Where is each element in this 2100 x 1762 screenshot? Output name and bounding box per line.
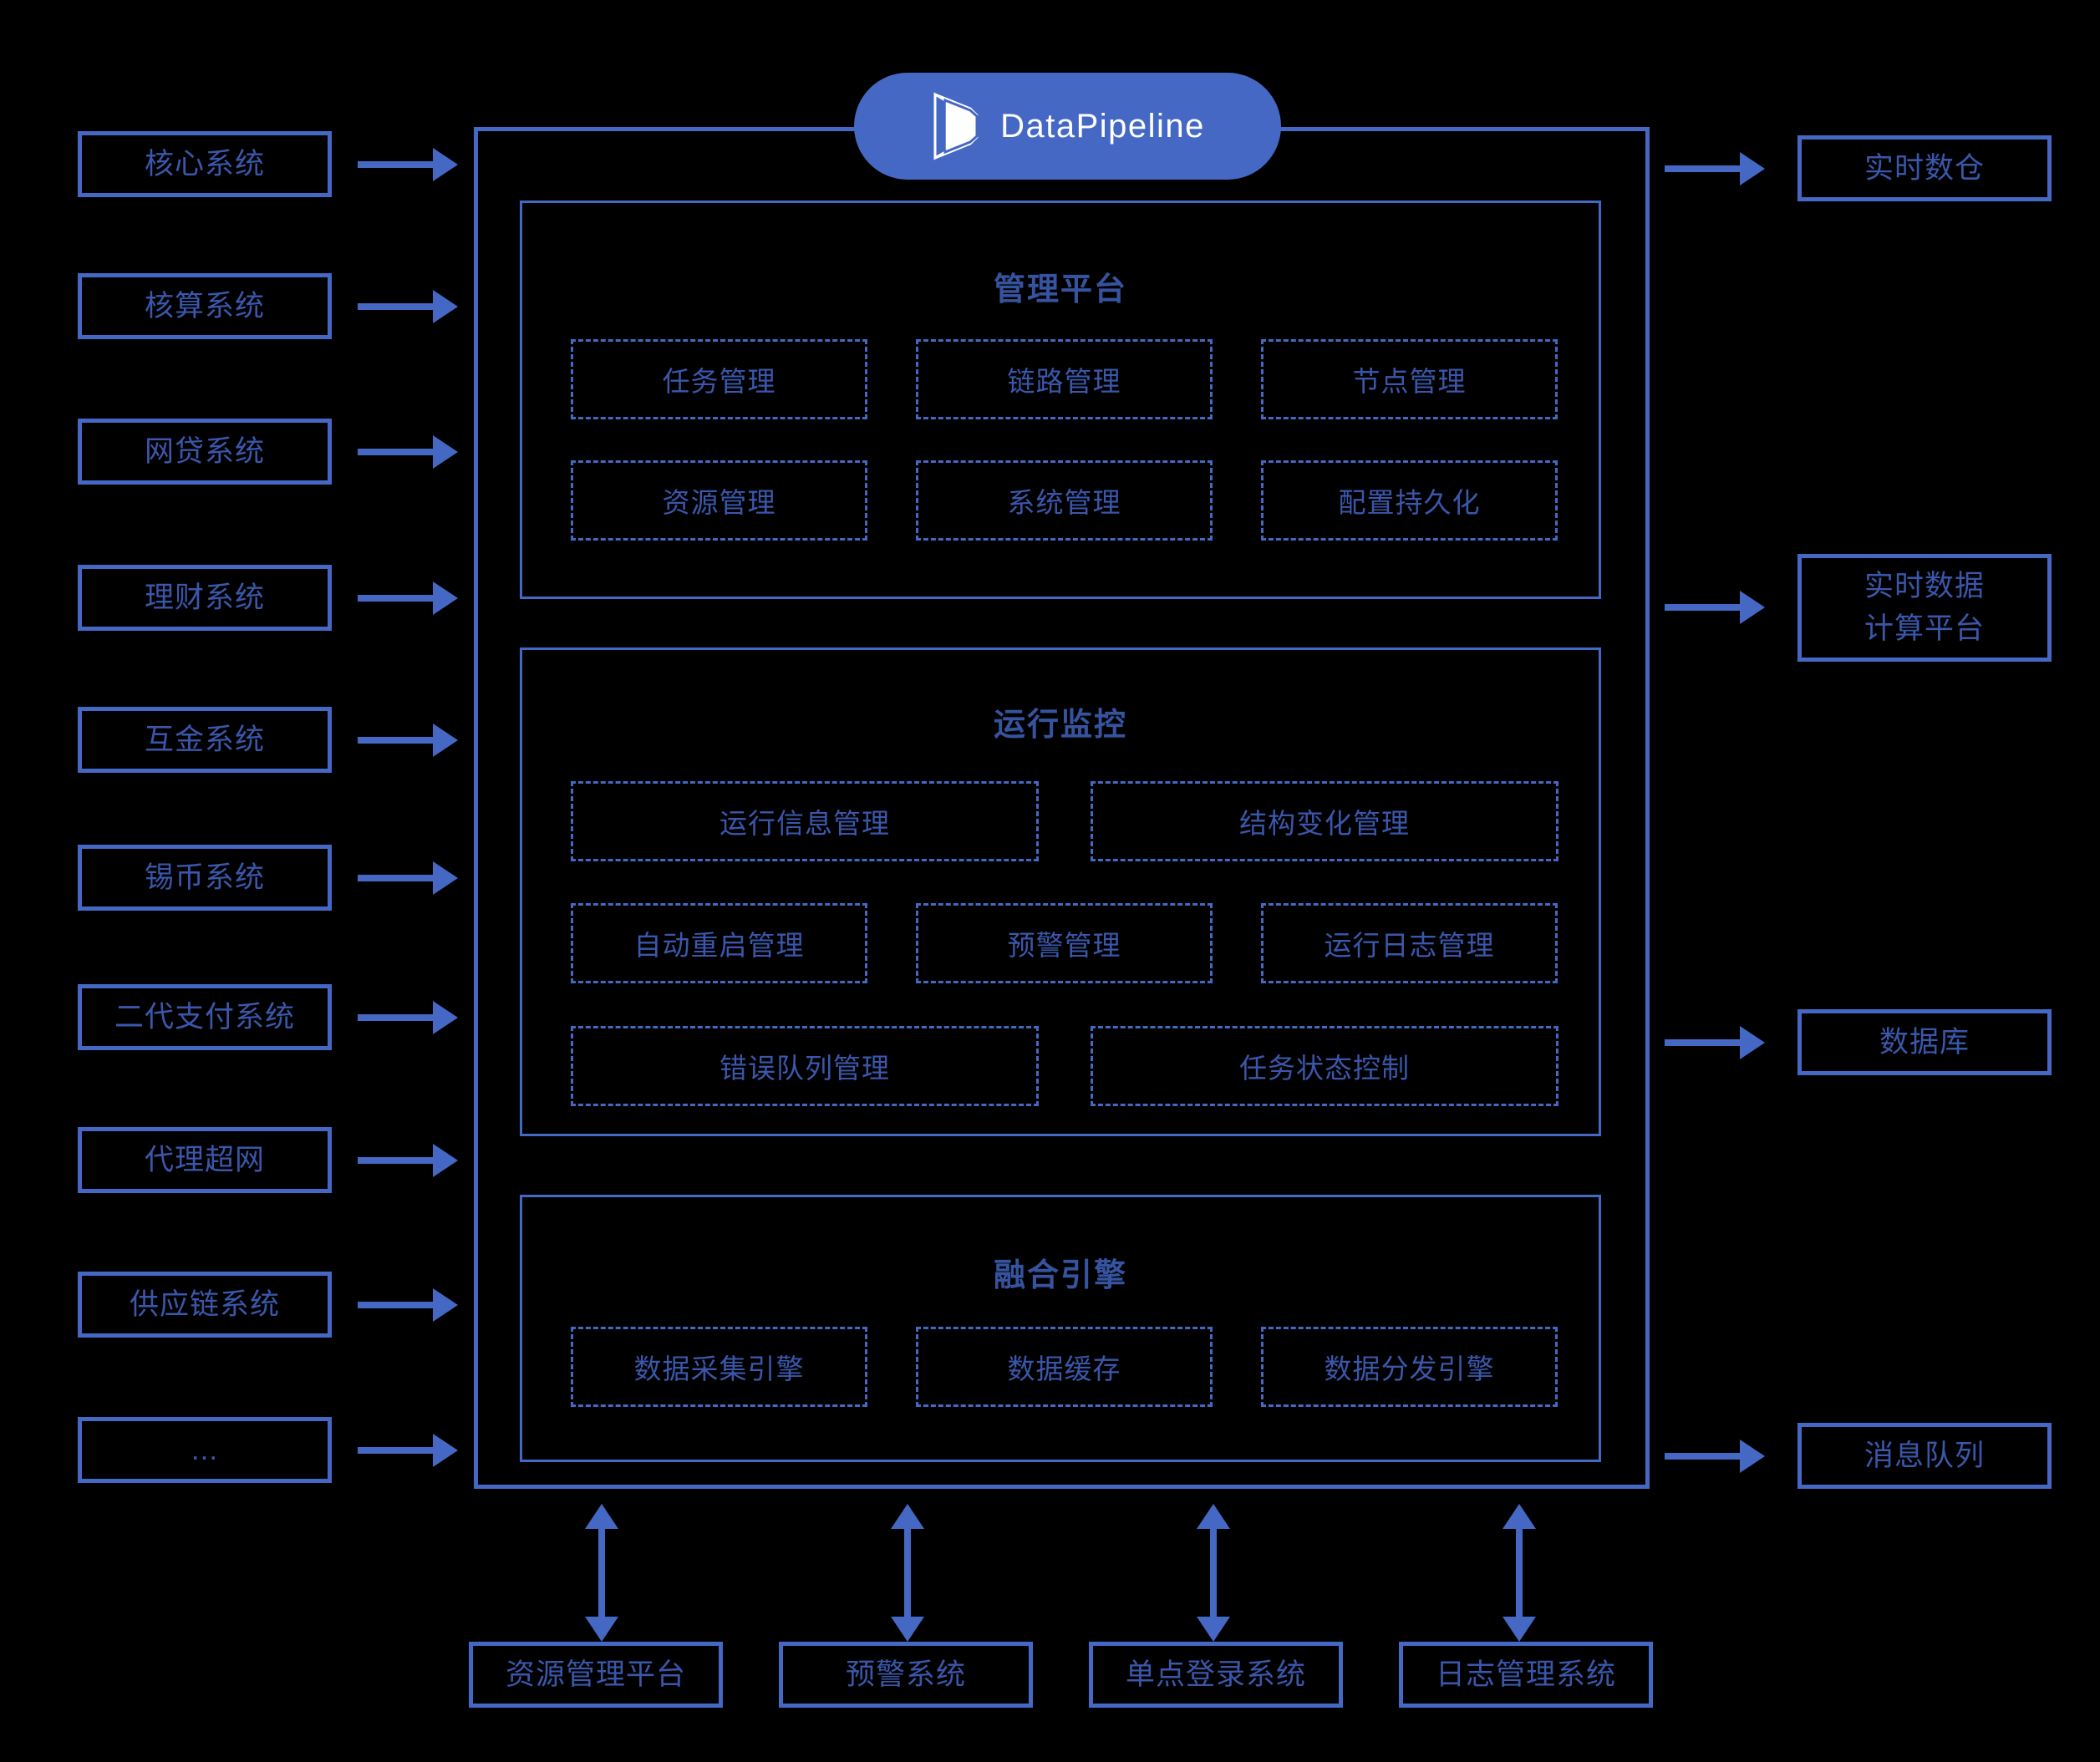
arrow-source-xibi bbox=[358, 861, 458, 895]
source-box-agent-network[interactable]: 代理超网 bbox=[78, 1127, 332, 1193]
source-label: 互金系统 bbox=[144, 723, 265, 756]
module-run-log-management[interactable]: 运行日志管理 bbox=[1261, 903, 1558, 983]
arrow-source-internet-finance bbox=[358, 724, 458, 757]
source-box-xibi[interactable]: 锡币系统 bbox=[78, 845, 332, 911]
target-box-database[interactable]: 数据库 bbox=[1797, 1009, 2052, 1075]
arrow-target-message-queue bbox=[1665, 1440, 1765, 1473]
datapipeline-logo-badge: DataPipeline bbox=[854, 73, 1281, 180]
arrow-source-agent-network bbox=[358, 1144, 458, 1177]
module-data-collection-engine[interactable]: 数据采集引擎 bbox=[571, 1327, 867, 1407]
bottom-label: 预警系统 bbox=[845, 1658, 966, 1691]
module-label: 结构变化管理 bbox=[1239, 808, 1410, 839]
module-label: 资源管理 bbox=[662, 487, 776, 518]
source-box-payment[interactable]: 二代支付系统 bbox=[78, 984, 332, 1050]
bottom-label: 日志管理系统 bbox=[1435, 1658, 1616, 1691]
module-alert-management[interactable]: 预警管理 bbox=[916, 903, 1213, 983]
module-label: 预警管理 bbox=[1007, 930, 1121, 961]
arrow-source-payment bbox=[358, 1001, 458, 1034]
source-label: 核算系统 bbox=[144, 289, 265, 322]
section-title-management-platform: 管理平台 bbox=[993, 272, 1127, 307]
module-config-persistence[interactable]: 配置持久化 bbox=[1261, 460, 1558, 541]
source-label: 理财系统 bbox=[144, 581, 265, 614]
module-link-management[interactable]: 链路管理 bbox=[916, 339, 1213, 419]
bottom-box-sso-system[interactable]: 单点登录系统 bbox=[1089, 1642, 1343, 1708]
section-title-fusion-engine: 融合引擎 bbox=[993, 1258, 1127, 1293]
arrow-source-more bbox=[358, 1434, 458, 1467]
section-fusion-engine: 融合引擎 数据采集引擎 数据缓存 数据分发引擎 bbox=[520, 1195, 1601, 1462]
module-error-queue-management[interactable]: 错误队列管理 bbox=[571, 1026, 1039, 1106]
arrow-target-realtime-compute bbox=[1665, 591, 1765, 624]
arrow-bottom-resource-platform bbox=[585, 1504, 618, 1642]
module-label: 系统管理 bbox=[1007, 487, 1121, 518]
source-label: 二代支付系统 bbox=[114, 1000, 295, 1033]
target-label: 消息队列 bbox=[1864, 1439, 1985, 1472]
source-label: ... bbox=[191, 1433, 219, 1466]
module-label: 数据分发引擎 bbox=[1324, 1353, 1495, 1384]
arrow-bottom-sso-system bbox=[1197, 1504, 1230, 1642]
source-box-online-loan[interactable]: 网贷系统 bbox=[78, 419, 332, 485]
source-box-wealth[interactable]: 理财系统 bbox=[78, 565, 332, 631]
target-box-realtime-warehouse[interactable]: 实时数仓 bbox=[1797, 135, 2052, 201]
module-label: 配置持久化 bbox=[1338, 487, 1481, 518]
module-label: 运行日志管理 bbox=[1324, 930, 1495, 961]
module-system-management[interactable]: 系统管理 bbox=[916, 460, 1213, 541]
module-run-info-management[interactable]: 运行信息管理 bbox=[571, 781, 1039, 861]
target-label: 数据库 bbox=[1879, 1025, 1970, 1059]
arrow-source-online-loan bbox=[358, 435, 458, 469]
source-box-core[interactable]: 核心系统 bbox=[78, 131, 332, 197]
module-resource-management[interactable]: 资源管理 bbox=[571, 460, 867, 541]
target-label-line1: 实时数据 bbox=[1864, 569, 1985, 602]
section-management-platform: 管理平台 任务管理 链路管理 节点管理 资源管理 系统管理 配置持久化 bbox=[520, 201, 1601, 599]
arrow-source-core bbox=[358, 148, 458, 181]
bottom-label: 资源管理平台 bbox=[505, 1658, 686, 1691]
module-auto-restart-management[interactable]: 自动重启管理 bbox=[571, 903, 867, 983]
datapipeline-3d-d-icon bbox=[930, 90, 982, 162]
source-label: 核心系统 bbox=[144, 147, 265, 180]
module-task-management[interactable]: 任务管理 bbox=[571, 339, 867, 419]
module-label: 链路管理 bbox=[1007, 366, 1121, 397]
module-label: 任务管理 bbox=[662, 366, 776, 397]
arrow-source-wealth bbox=[358, 581, 458, 615]
module-node-management[interactable]: 节点管理 bbox=[1261, 339, 1558, 419]
source-label: 代理超网 bbox=[144, 1143, 265, 1176]
bottom-box-resource-platform[interactable]: 资源管理平台 bbox=[469, 1642, 723, 1708]
source-box-internet-finance[interactable]: 互金系统 bbox=[78, 707, 332, 773]
arrow-target-realtime-warehouse bbox=[1665, 152, 1765, 185]
arrow-bottom-log-system bbox=[1503, 1504, 1536, 1642]
module-label: 数据采集引擎 bbox=[633, 1353, 805, 1384]
bottom-label: 单点登录系统 bbox=[1125, 1658, 1306, 1691]
source-box-more[interactable]: ... bbox=[78, 1417, 332, 1483]
brand-name: DataPipeline bbox=[1000, 107, 1205, 145]
target-box-realtime-compute-platform[interactable]: 实时数据 计算平台 bbox=[1797, 554, 2052, 662]
arrow-source-supply-chain bbox=[358, 1288, 458, 1322]
source-box-supply-chain[interactable]: 供应链系统 bbox=[78, 1272, 332, 1338]
section-title-runtime-monitoring: 运行监控 bbox=[993, 708, 1127, 743]
module-label: 任务状态控制 bbox=[1239, 1053, 1410, 1084]
bottom-box-alert-system[interactable]: 预警系统 bbox=[779, 1642, 1033, 1708]
bottom-box-log-system[interactable]: 日志管理系统 bbox=[1399, 1642, 1653, 1708]
arrow-bottom-alert-system bbox=[891, 1504, 924, 1642]
arrow-source-accounting bbox=[358, 290, 458, 323]
source-label: 供应链系统 bbox=[129, 1287, 280, 1321]
section-runtime-monitoring: 运行监控 运行信息管理 结构变化管理 自动重启管理 预警管理 运行日志管理 错误… bbox=[520, 647, 1601, 1136]
source-box-accounting[interactable]: 核算系统 bbox=[78, 273, 332, 339]
module-label: 数据缓存 bbox=[1007, 1353, 1121, 1384]
target-box-message-queue[interactable]: 消息队列 bbox=[1797, 1423, 2052, 1489]
module-label: 自动重启管理 bbox=[633, 930, 805, 961]
module-label: 运行信息管理 bbox=[719, 808, 890, 839]
module-label: 错误队列管理 bbox=[719, 1053, 890, 1084]
source-label: 网贷系统 bbox=[144, 434, 265, 468]
module-label: 节点管理 bbox=[1352, 366, 1467, 397]
module-task-state-control[interactable]: 任务状态控制 bbox=[1091, 1026, 1558, 1106]
module-structure-change-management[interactable]: 结构变化管理 bbox=[1091, 781, 1558, 861]
source-label: 锡币系统 bbox=[144, 861, 265, 894]
module-data-cache[interactable]: 数据缓存 bbox=[916, 1327, 1213, 1407]
module-data-distribution-engine[interactable]: 数据分发引擎 bbox=[1261, 1327, 1558, 1407]
target-label-line2: 计算平台 bbox=[1864, 612, 1985, 645]
arrow-target-database bbox=[1665, 1026, 1765, 1059]
target-label: 实时数仓 bbox=[1864, 151, 1985, 185]
